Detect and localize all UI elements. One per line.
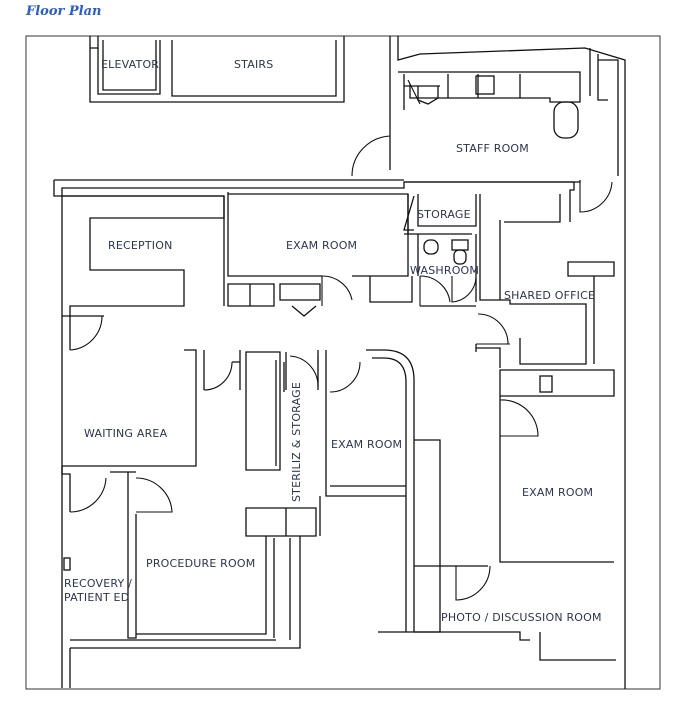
label-exam-room-right: EXAM ROOM — [522, 486, 593, 499]
label-washroom: WASHROOM — [410, 264, 479, 277]
plan-border — [25, 35, 661, 690]
corridor-walls — [499, 369, 615, 563]
reception-walls — [61, 195, 225, 317]
label-elevator: ELEVATOR — [101, 58, 159, 71]
label-procedure-room: PROCEDURE ROOM — [146, 557, 255, 570]
label-exam-room-top: EXAM ROOM — [286, 239, 357, 252]
steriliz-storage-walls — [245, 349, 415, 632]
room-labels: ELEVATOR STAIRS STAFF ROOM STORAGE RECEP… — [64, 58, 602, 624]
page-title: Floor Plan — [26, 4, 102, 19]
label-reception: RECEPTION — [108, 239, 173, 252]
exam-room-top-walls — [227, 192, 472, 317]
label-exam-room-middle: EXAM ROOM — [331, 438, 402, 451]
label-recovery-line1: RECOVERY / — [64, 577, 132, 590]
label-steriliz-storage: STERILIZ & STORAGE — [290, 382, 303, 502]
waiting-area-walls — [61, 315, 241, 688]
recovery-procedure-walls — [61, 466, 301, 688]
shared-office-walls — [475, 194, 615, 368]
staff-room-walls — [351, 36, 626, 689]
label-photo-discussion: PHOTO / DISCUSSION ROOM — [441, 611, 602, 624]
label-stairs: STAIRS — [234, 58, 273, 71]
label-shared-office: SHARED OFFICE — [504, 289, 595, 302]
storage-washroom-walls — [403, 194, 477, 307]
elevator-stairs-walls — [89, 36, 345, 103]
label-staff-room: STAFF ROOM — [456, 142, 529, 155]
label-storage: STORAGE — [417, 208, 471, 221]
label-waiting-area: WAITING AREA — [84, 427, 168, 440]
photo-room-walls — [378, 439, 616, 661]
main-top-walls — [53, 179, 581, 222]
label-recovery-line2: PATIENT ED — [64, 591, 129, 604]
